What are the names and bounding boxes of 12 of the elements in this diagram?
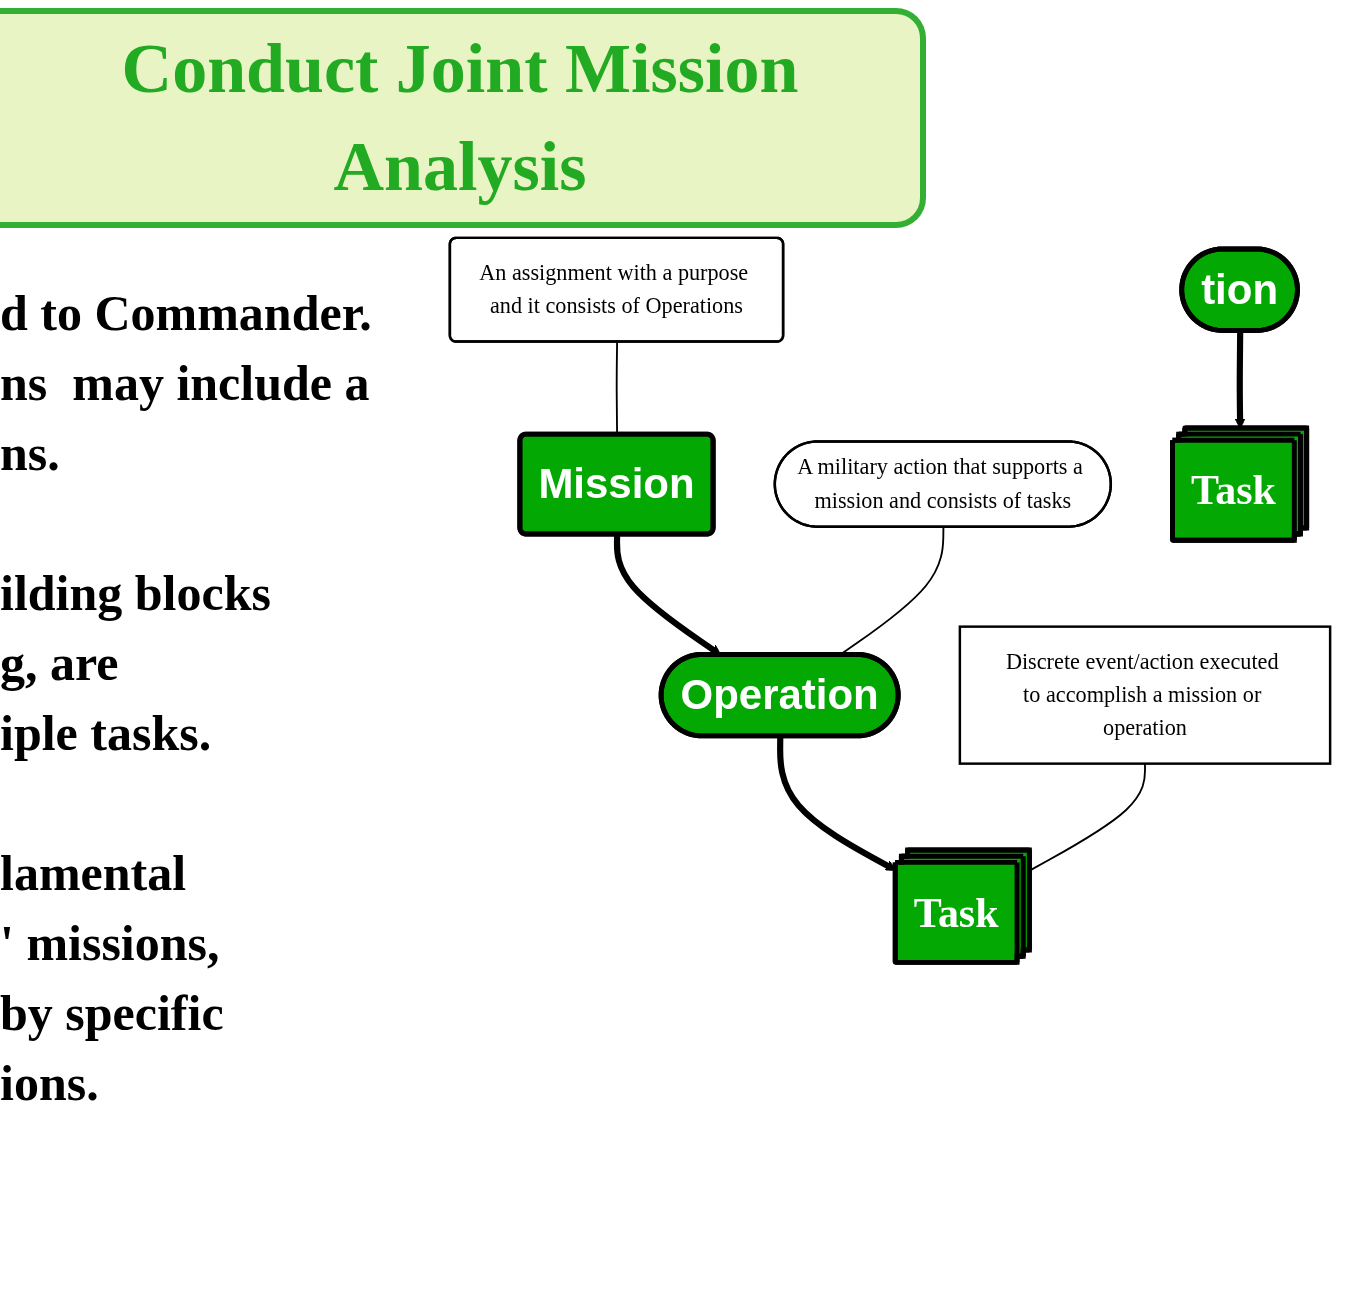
text-fragment: by specific xyxy=(0,984,225,1043)
text-fragment: ns. xyxy=(0,424,61,483)
text-fragment: d to Commander. xyxy=(0,284,373,343)
text-fragment: ns may include a xyxy=(0,354,371,413)
node-box: Discrete event/action executed to accomplish a mission or operation xyxy=(958,625,1332,765)
text-fragment: ' missions, xyxy=(0,914,221,973)
text-fragment: iple tasks. xyxy=(0,704,213,763)
text-fragment: g, are xyxy=(0,634,120,693)
text-fragment: ions. xyxy=(0,1054,100,1113)
text-fragment: ilding blocks xyxy=(0,564,272,623)
text-fragment: lamental xyxy=(0,844,188,903)
title-banner: Conduct Joint Mission Analysis xyxy=(0,8,926,228)
